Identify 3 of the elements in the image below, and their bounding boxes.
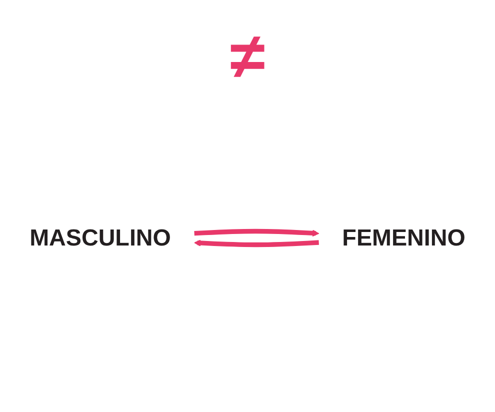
not-equal-sign: ≠ [230,24,266,88]
text-label: FEMENINO [342,225,466,251]
text-label: MASCULINO [30,225,171,251]
